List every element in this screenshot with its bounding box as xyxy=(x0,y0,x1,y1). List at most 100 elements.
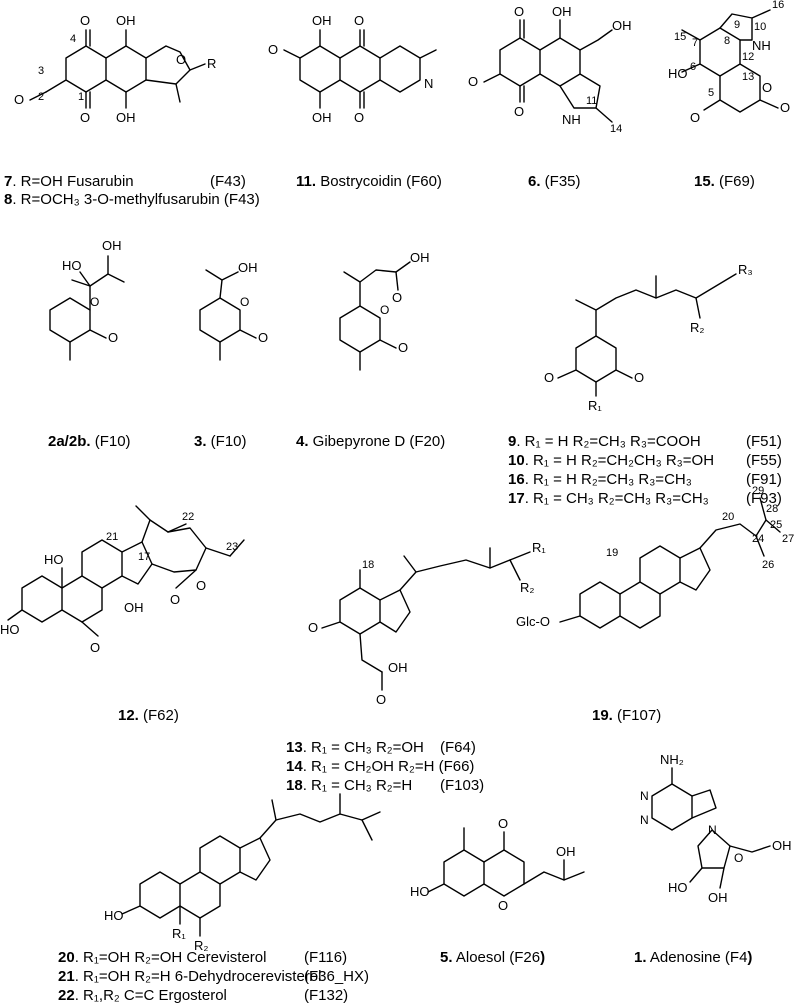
atom-oh: OH xyxy=(312,13,332,28)
locant: 1 xyxy=(78,91,84,103)
atom-oh: OH xyxy=(612,18,632,33)
locant: 5 xyxy=(708,87,714,99)
locant: 12 xyxy=(742,51,754,63)
caption-8: 8. R=OCH₃ 3-O-methylfusarubin (F43) xyxy=(4,191,260,208)
structure-compound-9: O O R₃ R₂ R₁ xyxy=(544,262,753,413)
caption-text: (F69) xyxy=(715,173,755,190)
caption-number: 12. xyxy=(118,707,139,724)
atom-nh2: NH₂ xyxy=(660,752,684,767)
caption-number: 15. xyxy=(694,173,715,190)
caption-6: 6. (F35) xyxy=(528,173,581,190)
atom-o: O xyxy=(690,110,700,125)
structure-cerevisterol: HO R₁ R₂ xyxy=(104,793,381,953)
atom-oh: OH xyxy=(102,238,122,253)
atom-o: O xyxy=(734,851,743,865)
locant: 23 xyxy=(226,541,238,553)
atom-r2: R₂ xyxy=(194,938,208,953)
locant: 15 xyxy=(674,31,686,43)
atom-o: O xyxy=(268,42,278,57)
locant: 8 xyxy=(724,35,730,47)
caption-number: 14 xyxy=(286,758,303,775)
caption-number: 7 xyxy=(4,173,12,190)
caption-number: 17 xyxy=(508,490,525,507)
atom-n: N xyxy=(424,76,433,91)
caption-text: . R₁ = CH₃ R₂=CH₃ R₃=CH₃ xyxy=(525,490,709,507)
caption-text: Aloesol (F26 xyxy=(453,949,541,966)
structure-compound-19: Glc-O xyxy=(516,497,781,629)
caption-tag: (F91) xyxy=(746,471,782,488)
caption-tag: (F64) xyxy=(440,739,476,756)
atom-n: N xyxy=(640,813,649,827)
atom-ho: HO xyxy=(0,622,20,637)
caption-text: . R₁,R₂ C=C Ergosterol xyxy=(75,987,227,1003)
atom-o: O xyxy=(376,692,386,707)
atom-oh: OH xyxy=(552,4,572,19)
caption-number: 5. xyxy=(440,949,453,966)
atom-oh: OH xyxy=(124,600,144,615)
caption-17: 17. R₁ = CH₃ R₂=CH₃ R₃=CH₃(F93) xyxy=(508,490,782,507)
structure-adenosine: NH₂ N N N O HO OH OH xyxy=(640,752,792,905)
caption-text: Gibepyrone D (F20) xyxy=(309,433,446,450)
atom-o: O xyxy=(634,370,644,385)
atom-o: O xyxy=(240,295,249,309)
caption-18: 18. R₁ = CH₃ R₂=H(F103) xyxy=(286,777,484,794)
atom-ho: HO xyxy=(104,908,124,923)
locant: 13 xyxy=(742,71,754,83)
caption-text: . R₁ = H R₂=CH₃ R₃=CH₃ xyxy=(525,471,692,488)
locant: 17 xyxy=(138,551,150,563)
atom-oh: OH xyxy=(772,838,792,853)
atom-o: O xyxy=(514,4,524,19)
locant: 19 xyxy=(606,547,618,559)
caption-3: 3. (F10) xyxy=(194,433,247,450)
caption-text: (F10) xyxy=(91,433,131,450)
atom-o: O xyxy=(176,52,186,67)
atom-r: R xyxy=(207,56,216,71)
locant: 4 xyxy=(70,33,76,45)
caption-number: 2a/2b. xyxy=(48,433,91,450)
caption-text: . R₁ = CH₃ R₂=H xyxy=(303,777,413,794)
caption-tag: ) xyxy=(747,949,752,966)
atom-ho: HO xyxy=(62,258,82,273)
caption-19: 19. (F107) xyxy=(592,707,661,724)
atom-o: O xyxy=(544,370,554,385)
caption-21: 21. R₁=OH R₂=H 6-Dehydrocerevisterol(F36… xyxy=(58,968,369,985)
atom-o: O xyxy=(354,110,364,125)
atom-r2: R₂ xyxy=(690,320,704,335)
caption-20: 20. R₁=OH R₂=OH Cerevisterol(F116) xyxy=(58,949,347,966)
atom-o: O xyxy=(90,295,99,309)
locant: 25 xyxy=(770,519,782,531)
atom-nh: NH xyxy=(562,112,581,127)
caption-text: . R₁=OH R₂=OH Cerevisterol xyxy=(75,949,267,966)
locant: 2 xyxy=(38,91,44,103)
locant: 16 xyxy=(772,0,784,11)
structure-aloesol: O O OH HO xyxy=(410,816,585,913)
caption-text: . R₁=OH R₂=H 6-Dehydrocerevisterol xyxy=(75,968,322,985)
atom-n: N xyxy=(708,823,717,837)
atom-oh: OH xyxy=(410,250,430,265)
caption-text: . R₁ = CH₂OH R₂=H (F66) xyxy=(303,758,475,775)
structure-compound-3: O OH O xyxy=(199,260,268,361)
structure-compound-15: NH HO O O O xyxy=(668,9,790,125)
caption-number: 9 xyxy=(508,433,516,450)
caption-tag: (F55) xyxy=(746,452,782,469)
atom-o: O xyxy=(80,13,90,28)
locant: 20 xyxy=(722,511,734,523)
caption-number: 22 xyxy=(58,987,75,1003)
caption-12: 12. (F62) xyxy=(118,707,179,724)
atom-oh: OH xyxy=(238,260,258,275)
structure-compound-2: O HO OH O xyxy=(49,238,125,361)
atom-glc-o: Glc-O xyxy=(516,614,550,629)
locant: 14 xyxy=(610,123,622,135)
caption-number: 18 xyxy=(286,777,303,794)
structure-fusarubin: O O OH OH O R O xyxy=(14,13,216,125)
atom-o: O xyxy=(498,898,508,913)
atom-r1: R₁ xyxy=(172,926,186,941)
caption-text: Adenosine (F4 xyxy=(647,949,748,966)
atom-oh: OH xyxy=(116,13,136,28)
atom-o: O xyxy=(762,80,772,95)
caption-text: . R=OCH₃ 3-O-methylfusarubin (F43) xyxy=(12,191,259,208)
locant: 29 xyxy=(752,485,764,497)
caption-number: 13 xyxy=(286,739,303,756)
caption-11: 11. Bostrycoidin (F60) xyxy=(296,173,442,190)
atom-o: O xyxy=(398,340,408,355)
